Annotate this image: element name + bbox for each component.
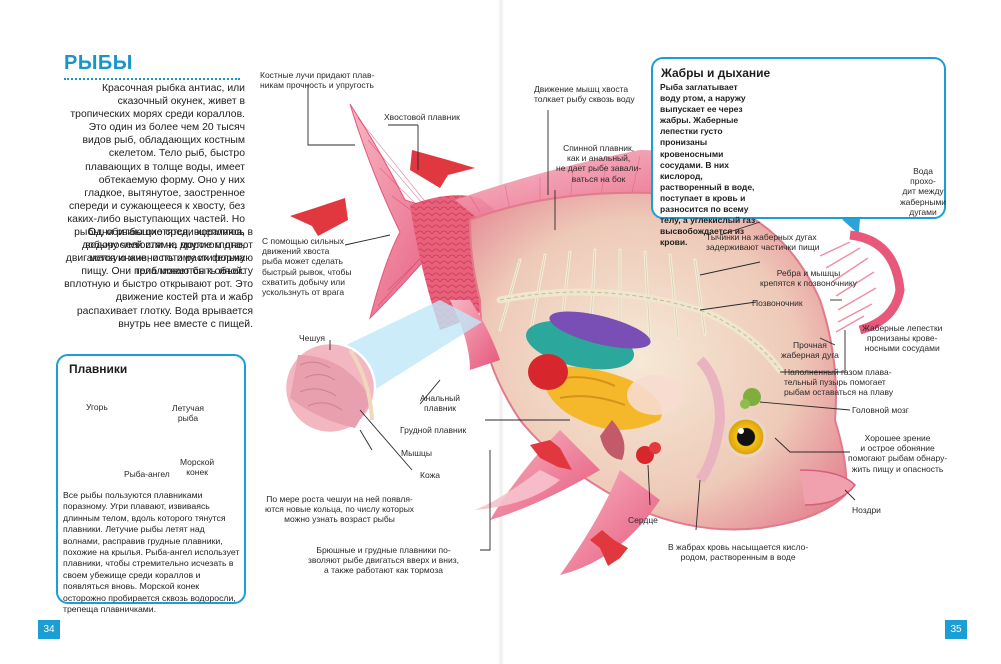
page-number-left: 34 — [38, 620, 60, 639]
eel-label: Угорь — [86, 402, 108, 412]
label-dorsal-fin: Спинной плавник, как и анальный, не дает… — [556, 143, 642, 184]
fins-box-text: Все рыбы пользуются плавниками поразному… — [63, 490, 240, 615]
label-gill-rakers: Тычинки на жаберных дугах задерживают ча… — [706, 232, 820, 253]
intro-text-2: Одни рыбы охотятся, вцепляясь в добычу ч… — [64, 226, 253, 331]
title-divider — [64, 78, 240, 80]
label-pectoral-fin: Грудной плавник — [400, 425, 467, 435]
gills-water-label: Вода прохо- дит между жаберными дугами — [900, 166, 947, 217]
label-scales: Чешуя — [299, 333, 325, 343]
label-skin: Кожа — [420, 470, 440, 480]
seahorse-label: Морской конек — [180, 457, 215, 478]
intro-paragraph-2: Одни рыбы охотятся, вцепляясь в добычу ч… — [64, 227, 253, 330]
label-tail-fin: Хвостовой плавник — [384, 112, 460, 122]
page-title: РЫБЫ — [64, 52, 133, 74]
label-gill-arch: Прочная жаберная дуга — [781, 340, 839, 361]
gills-box — [651, 57, 946, 219]
label-senses: Хорошее зрение и острое обоняние помогаю… — [848, 433, 948, 474]
intro-paragraph-1: Красочная рыбка антиас, или сказочный ок… — [65, 83, 245, 278]
label-scale-rings: По мере роста чешуи на ней появля- ются … — [265, 494, 415, 525]
label-brain: Головной мозг — [852, 405, 909, 415]
label-gill-filaments: Жаберные лепестки пронизаны крове- носны… — [862, 323, 943, 354]
label-muscles: Мышцы — [401, 448, 432, 458]
angelfish-label: Рыба-ангел — [124, 469, 170, 479]
fins-box-title: Плавники — [69, 362, 128, 376]
gills-box-title: Жабры и дыхание — [661, 66, 771, 80]
fins-box — [56, 354, 246, 604]
label-gills-oxygen: В жабрах кровь насыщается кисло- родом, … — [668, 542, 809, 563]
label-swim-bladder: Наполненный газом плава- тельный пузырь … — [784, 367, 894, 398]
label-tail-burst: С помощью сильных движений хвоста рыба м… — [262, 236, 352, 298]
label-fin-rays: Костные лучи придают плав- никам прочнос… — [260, 70, 375, 91]
label-tail-muscles: Движение мышц хвоста толкает рыбу сквозь… — [534, 84, 635, 105]
label-spine: Позвоночник — [752, 298, 803, 308]
label-belly-fins: Брюшные и грудные плавники по- зволяют р… — [308, 545, 460, 576]
label-anal-fin: Анальный плавник — [420, 393, 461, 414]
intro-text: Красочная рыбка антиас, или сказочный ок… — [64, 82, 245, 278]
label-heart: Сердце — [628, 515, 658, 525]
label-ribs: Ребра и мышцы крепятся к позвоночнику — [760, 268, 857, 289]
flying-fish-label: Летучая рыба — [172, 403, 205, 424]
page-number-right: 35 — [945, 620, 967, 639]
gills-box-text: Рыба заглатывает воду ртом, а наружу вып… — [660, 82, 756, 248]
label-nostrils: Ноздри — [852, 505, 881, 515]
